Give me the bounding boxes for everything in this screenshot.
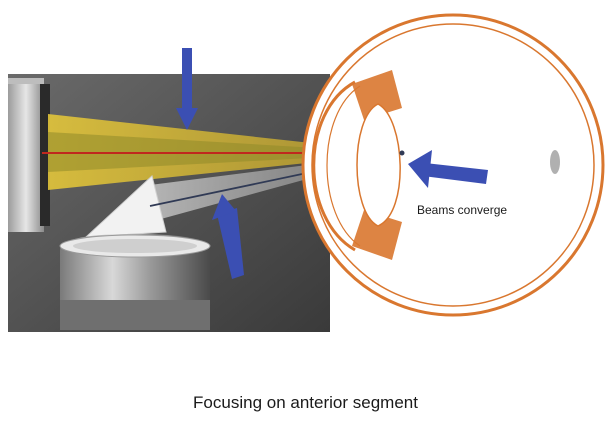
- crystalline-lens: [356, 103, 401, 227]
- figure-caption: Focusing on anterior segment: [193, 393, 418, 412]
- up-arrow-icon: [212, 194, 244, 279]
- cornea: [312, 80, 356, 252]
- left-lens-housing: [8, 78, 50, 232]
- iris-bottom: [352, 210, 402, 260]
- optic-disc: [550, 150, 560, 174]
- beams-converge-label: Beams converge: [417, 203, 508, 217]
- iris-top: [352, 70, 402, 120]
- down-arrow-icon: [176, 48, 198, 130]
- eye: [301, 13, 605, 317]
- left-arrow-icon: [408, 150, 488, 188]
- objective-cylinder: [59, 234, 211, 330]
- eyeball-inner: [311, 23, 595, 307]
- convergence-point: [399, 150, 405, 156]
